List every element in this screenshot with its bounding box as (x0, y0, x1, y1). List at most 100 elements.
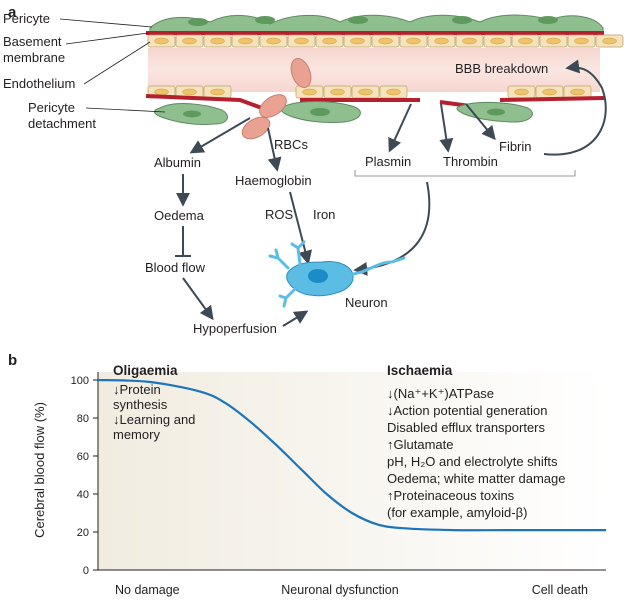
bottom-endothelium (147, 85, 592, 99)
top-endothelium (147, 34, 624, 48)
arrow-to-thrombin (439, 103, 454, 153)
endothelial-nucleus (518, 37, 533, 45)
label-oedema: Oedema (154, 208, 205, 223)
endothelial-nucleus (266, 37, 281, 45)
oligaemia-item: ↓Protein (113, 382, 161, 397)
neuron-nucleus (308, 269, 328, 283)
y-tick-label: 60 (77, 451, 89, 463)
label-pericyte-detachment-1: Pericyte (28, 100, 75, 115)
endothelial-nucleus (514, 88, 529, 96)
label-thrombin: Thrombin (443, 154, 498, 169)
y-tick-label: 20 (77, 527, 89, 539)
endothelial-nucleus (602, 37, 617, 45)
rbc (290, 58, 312, 88)
plot-background (98, 372, 606, 570)
panel-a-letter: a (8, 4, 17, 21)
ischaemia-item: ↑Glutamate (387, 437, 453, 452)
left-labels: Pericyte Basement membrane Endothelium P… (3, 11, 166, 131)
arrow-hypoperfusion-neuron (282, 310, 309, 327)
y-tick-label: 100 (71, 375, 89, 387)
pericyte-nucleus (348, 16, 368, 24)
endothelial-nucleus (350, 37, 365, 45)
series-line-cerebral-blood-flow (97, 378, 606, 532)
endothelial-nucleus (358, 88, 373, 96)
x-category-label: Neuronal dysfunction (281, 583, 398, 597)
rbc (241, 116, 271, 140)
label-bbb-breakdown: BBB breakdown (455, 61, 548, 76)
endothelial-nucleus (182, 37, 197, 45)
bottom-pericytes (154, 101, 533, 125)
ischaemia-list: ↓(Na⁺+K⁺)ATPase ↓Action potential generat… (387, 386, 565, 520)
label-iron: Iron (313, 207, 335, 222)
endothelial-nucleus (210, 37, 225, 45)
endothelial-nucleus (386, 88, 401, 96)
protease-bracket (354, 170, 576, 177)
endothelial-nucleus (406, 37, 421, 45)
ischaemia-item: ↓(Na⁺+K⁺)ATPase (387, 386, 494, 401)
endothelial-nucleus (330, 88, 345, 96)
y-ticks: 0 20 40 60 80 100 (71, 375, 98, 577)
label-pericyte-detachment-2: detachment (28, 116, 96, 131)
label-ros: ROS (265, 207, 294, 222)
y-axis-label: Cerebral blood flow (%) (32, 402, 47, 538)
ischaemia-heading: Ischaemia (387, 363, 453, 378)
arrow-haemoglobin-neuron (289, 191, 312, 265)
oligaemia-item: ↓Learning and (113, 412, 195, 427)
endothelial-nucleus (490, 37, 505, 45)
ischaemia-item: ↑Proteinaceous toxins (387, 488, 515, 503)
endothelial-nucleus (294, 37, 309, 45)
top-pericytes (149, 14, 604, 34)
arrow-to-hypoperfusion (182, 277, 214, 321)
endothelial-nucleus (154, 88, 169, 96)
label-basement-2: membrane (3, 50, 65, 65)
inhibit-blood-flow (175, 226, 191, 257)
endothelial-nucleus (322, 37, 337, 45)
label-hypoperfusion: Hypoperfusion (193, 321, 277, 336)
vessel-lumen (148, 48, 600, 92)
label-blood-flow: Blood flow (145, 260, 206, 275)
x-category-label: Cell death (532, 583, 588, 597)
y-tick-label: 80 (77, 413, 89, 425)
red-blood-cells (241, 58, 312, 140)
endothelial-nucleus (546, 37, 561, 45)
endothelial-nucleus (210, 88, 225, 96)
neuron-cell (268, 240, 406, 308)
pericyte-cell (149, 14, 604, 34)
endothelial-nucleus (542, 88, 557, 96)
endothelial-nucleus (574, 37, 589, 45)
arrow-to-bbb-breakdown (543, 59, 607, 156)
endothelial-nucleus (570, 88, 585, 96)
oligaemia-item: memory (113, 427, 160, 442)
endothelial-nucleus (434, 37, 449, 45)
label-neuron: Neuron (345, 295, 388, 310)
label-fibrin: Fibrin (499, 139, 532, 154)
ischaemia-item: Oedema; white matter damage (387, 471, 565, 486)
x-category-labels: No damage Neuronal dysfunction Cell death (115, 583, 588, 597)
label-haemoglobin: Haemoglobin (235, 173, 312, 188)
label-pericyte: Pericyte (3, 11, 50, 26)
pericyte-nucleus (452, 16, 472, 24)
label-basement-1: Basement (3, 34, 62, 49)
oligaemia-item: synthesis (113, 397, 168, 412)
endothelial-nucleus (302, 88, 317, 96)
rbc (259, 94, 287, 118)
ischaemia-item: (for example, amyloid-β) (387, 505, 527, 520)
ischaemia-item: pH, H₂O and electrolyte shifts (387, 454, 558, 469)
basement-membrane-top (146, 31, 604, 35)
endothelial-nucleus (378, 37, 393, 45)
arrow-to-fibrin (465, 103, 496, 141)
endothelial-nucleus (154, 37, 169, 45)
pericyte-nucleus (538, 16, 558, 24)
x-category-label: No damage (115, 583, 180, 597)
y-tick-label: 0 (83, 565, 89, 577)
arrow-to-albumin (189, 117, 251, 154)
endothelial-nucleus (462, 37, 477, 45)
y-tick-label: 40 (77, 489, 89, 501)
ischaemia-item: ↓Action potential generation (387, 403, 547, 418)
pathway-arrows (175, 59, 607, 327)
arrow-to-haemoglobin (267, 127, 282, 172)
label-albumin: Albumin (154, 155, 201, 170)
